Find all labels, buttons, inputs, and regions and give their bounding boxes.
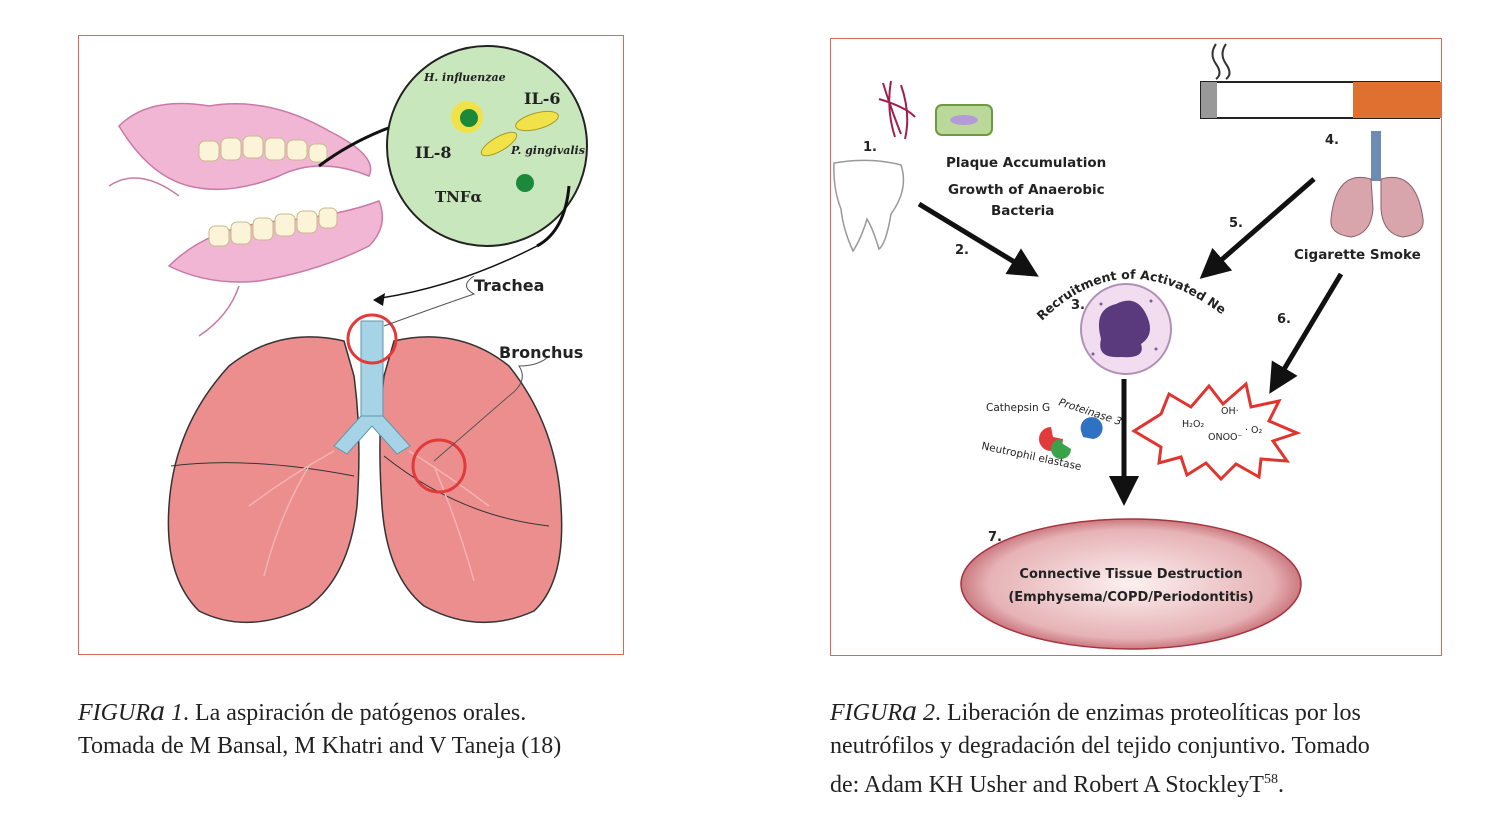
figure1-caption-text1: . La aspiración de patógenos orales. [182, 700, 527, 726]
figure1-label-prefix: FIGUR [78, 700, 150, 726]
trachea-label: Trachea [474, 276, 544, 295]
mouth-illustration [108, 102, 384, 337]
bacteria-label: Bacteria [991, 203, 1054, 219]
h2o2-label: H₂O₂ [1182, 419, 1204, 430]
figure2-caption-line3: de: Adam KH Usher and Robert A StockleyT… [830, 763, 1470, 802]
figure2-caption-period: . [1277, 772, 1284, 798]
figure2-label-prefix: FIGUR [830, 700, 902, 726]
ros-starburst [1131, 381, 1302, 482]
neutrophil-icon [1080, 283, 1172, 375]
step2-label: 2. [955, 243, 969, 258]
figure1-caption: FIGURa 1. La aspiración de patógenos ora… [78, 694, 678, 763]
figure2-caption-text1: . Liberación de enzimas proteolíticas po… [934, 700, 1361, 726]
cathepsin-label: Cathepsin G [986, 402, 1050, 414]
figure2-caption-superscript: 58 [1263, 772, 1278, 787]
destruction-line2: (Emphysema/COPD/Periodontitis) [1008, 590, 1253, 605]
figure1-label-a: a [149, 694, 165, 727]
figure2-caption: FIGURa 2. Liberación de enzimas proteolí… [830, 694, 1470, 802]
figure1-label-number: 1 [164, 700, 183, 726]
il8-label: IL-8 [415, 143, 452, 162]
figure2-caption-text3: de: Adam KH Usher and Robert A StockleyT [830, 772, 1264, 798]
step4-label: 4. [1325, 133, 1339, 148]
bronchus-highlight-circle [411, 438, 467, 494]
plaque-label: Plaque Accumulation [946, 155, 1106, 171]
step5-label: 5. [1229, 216, 1243, 231]
trachea-highlight-circle [346, 313, 398, 365]
proteinase-enzyme-icon [1080, 417, 1103, 439]
arrow-to-trachea [380, 245, 538, 299]
step1-label: 1. [863, 140, 877, 155]
figure1-panel: H. influenzae IL-6 IL-8 P. gingivalis TN… [78, 35, 624, 655]
h-influenzae-label: H. influenzae [423, 71, 506, 84]
step6-label: 6. [1277, 312, 1291, 327]
step7-label: 7. [988, 530, 1002, 545]
bronchus-label: Bronchus [499, 343, 583, 362]
tooth-icon [833, 159, 905, 253]
destruction-line1: Connective Tissue Destruction [1019, 567, 1242, 582]
figure2-label-number: 2 [916, 700, 935, 726]
lungs-illustration [167, 320, 563, 624]
figure2-diagram: 1. Plaque Accumulation Growth of Anaerob… [831, 39, 1441, 650]
figure2-caption-line1: FIGURa 2. Liberación de enzimas proteolí… [830, 694, 1470, 730]
figure1-caption-line2: Tomada de M Bansal, M Khatri and V Tanej… [78, 733, 562, 759]
destruction-ellipse [960, 518, 1302, 650]
smoke-lungs-icon [1330, 131, 1424, 238]
il6-label: IL-6 [524, 89, 561, 108]
figure2-label-a: a [901, 694, 917, 727]
elastase-enzyme-icon [1051, 439, 1071, 459]
p-gingivalis-label: P. gingivalis [510, 144, 585, 157]
figure2-panel: 1. Plaque Accumulation Growth of Anaerob… [830, 38, 1442, 656]
cigarette-icon [1200, 43, 1441, 119]
growth-label: Growth of Anaerobic [948, 182, 1105, 198]
oh-label: OH· [1221, 406, 1239, 417]
cigarette-smoke-label: Cigarette Smoke [1294, 247, 1421, 263]
bacteria-icon [878, 80, 916, 140]
figure1-caption-line1: FIGURa 1. La aspiración de patógenos ora… [78, 694, 678, 730]
figure1-diagram: H. influenzae IL-6 IL-8 P. gingivalis TN… [108, 45, 588, 624]
step3-label: 3. [1071, 298, 1085, 313]
tnf-label: TNFα [435, 188, 483, 206]
onoo-label: ONOO⁻ [1208, 432, 1243, 443]
o2-label: · O₂ [1245, 425, 1263, 436]
figure2-caption-line2: neutrófilos y degradación del tejido con… [830, 733, 1370, 759]
